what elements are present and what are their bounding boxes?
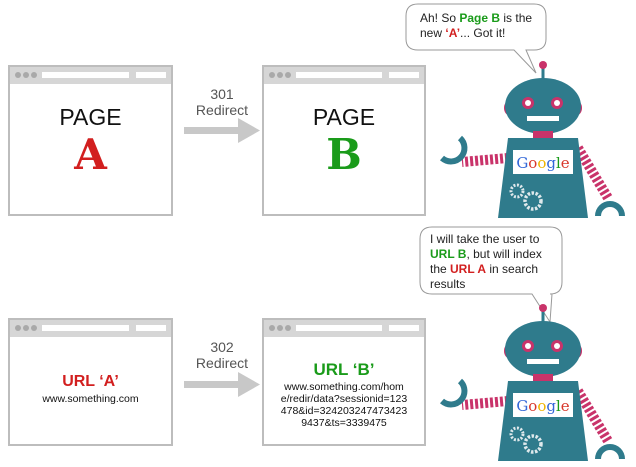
browser-page-b: PAGE B (262, 65, 426, 216)
browser-titlebar (10, 67, 171, 84)
google-logo: Google (516, 397, 569, 415)
url-b-title: URL ‘B’ (313, 360, 375, 379)
browser-titlebar (10, 320, 171, 337)
page-a-title: PAGE (59, 104, 122, 130)
browser-titlebar (264, 67, 424, 84)
url-b-address: www.something.com/home/redir/data?sessio… (280, 381, 408, 429)
speech-bubble-top: Ah! So Page B is the new ‘A’... Got it! (404, 3, 548, 75)
arrow-right-icon (184, 372, 260, 397)
speech-bubble-bottom: I will take the user to URL B, but will … (418, 226, 564, 326)
page-a-letter: A (74, 130, 107, 179)
browser-url-b: URL ‘B’ www.something.com/home/redir/dat… (262, 318, 426, 446)
page-b-title: PAGE (312, 104, 376, 130)
googlebot-robot-top: Google (439, 61, 625, 218)
browser-page-a: PAGE A (8, 65, 173, 216)
url-a-address: www.something.com (42, 393, 139, 405)
arrow-right-icon (184, 118, 260, 143)
page-b-letter: B (326, 130, 362, 179)
url-a-title: URL ‘A’ (62, 373, 119, 390)
googlebot-robot-bottom: Google (430, 301, 636, 467)
google-logo: Google (516, 154, 569, 172)
browser-url-a: URL ‘A’ www.something.com (8, 318, 173, 446)
browser-titlebar (264, 320, 424, 337)
